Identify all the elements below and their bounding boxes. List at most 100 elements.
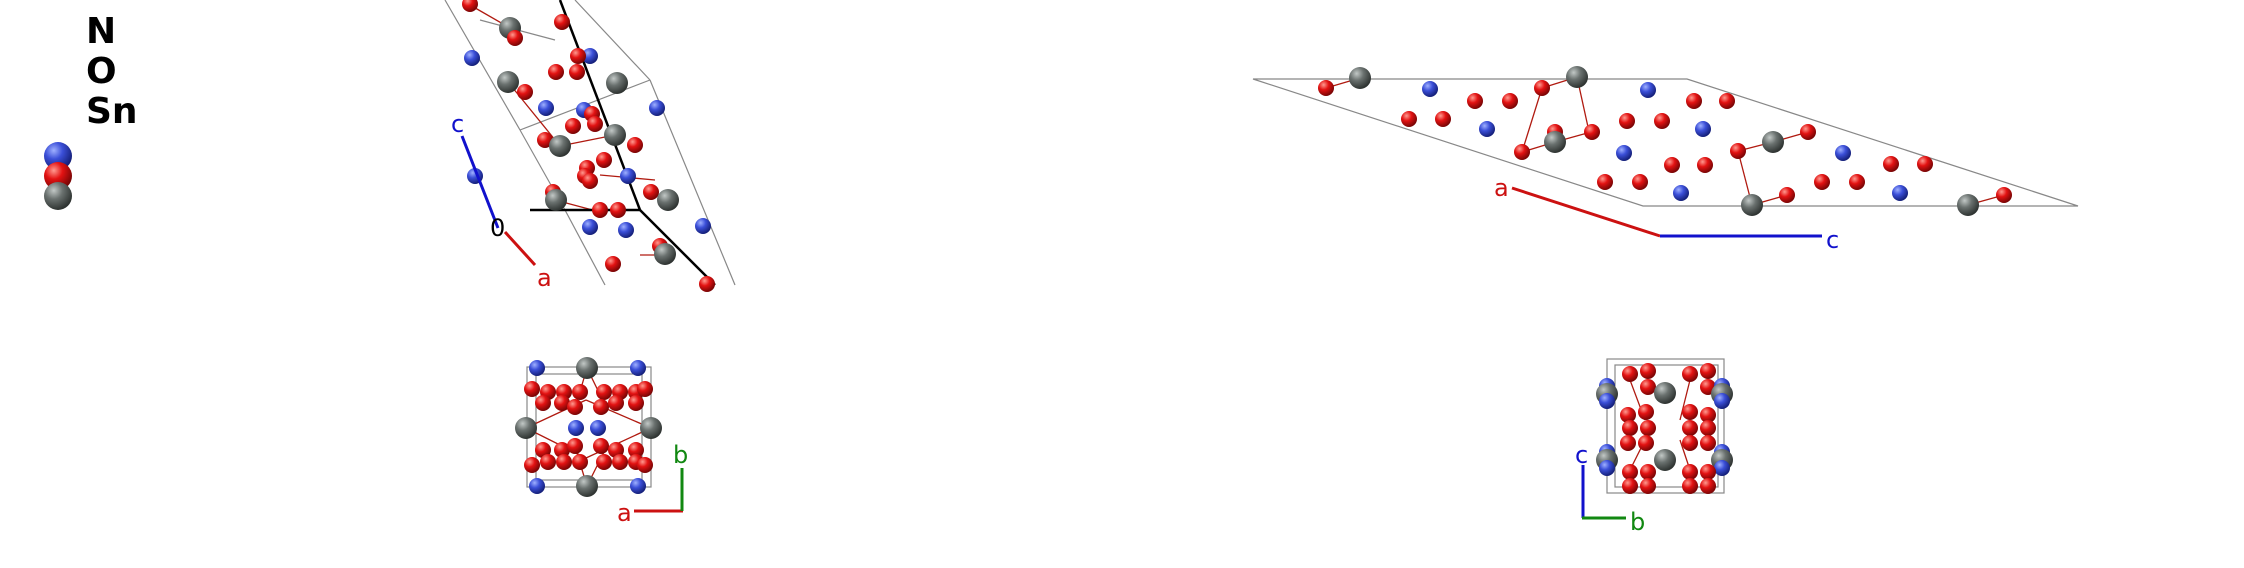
element-legend: N O Sn — [44, 11, 138, 210]
oxygen-atom — [1697, 157, 1713, 173]
tin-atom — [1762, 131, 1784, 153]
legend-label-sn: Sn — [86, 91, 138, 132]
view-perspective: c 0 a — [444, 0, 736, 292]
oxygen-atom — [1700, 435, 1716, 451]
oxygen-atom — [627, 137, 643, 153]
oxygen-atom — [570, 48, 586, 64]
oxygen-atom — [1849, 174, 1865, 190]
oxygen-atom — [1654, 113, 1670, 129]
oxygen-atom — [1514, 144, 1530, 160]
tin-atom — [549, 135, 571, 157]
legend-label-o: O — [86, 51, 117, 92]
oxygen-atom — [1682, 478, 1698, 494]
oxygen-atom — [1638, 404, 1654, 420]
oxygen-atom — [1622, 464, 1638, 480]
atoms — [1318, 66, 2012, 216]
oxygen-atom — [1700, 478, 1716, 494]
oxygen-atom — [524, 457, 540, 473]
axis-c-line — [460, 135, 500, 229]
nitrogen-atom — [582, 48, 598, 64]
oxygen-atom — [628, 442, 644, 458]
oxygen-atom — [1467, 93, 1483, 109]
oxygen-atom — [1682, 366, 1698, 382]
axis-b-label: b — [673, 441, 688, 469]
oxygen-atom — [462, 0, 478, 12]
oxygen-atom — [524, 381, 540, 397]
tin-atom — [1654, 382, 1676, 404]
oxygen-atom — [572, 454, 588, 470]
tin-atom — [654, 243, 676, 265]
oxygen-atom — [596, 152, 612, 168]
nitrogen-atom — [1714, 460, 1730, 476]
nitrogen-atom — [1673, 185, 1689, 201]
tin-atom — [576, 357, 598, 379]
axis-b-label: b — [1630, 508, 1645, 536]
oxygen-atom — [605, 256, 621, 272]
oxygen-atom — [608, 395, 624, 411]
tin-atom — [604, 124, 626, 146]
oxygen-atom — [1700, 464, 1716, 480]
nitrogen-atom — [620, 168, 636, 184]
oxygen-atom — [1686, 93, 1702, 109]
axis-triad: a b — [617, 441, 688, 527]
oxygen-atom — [1800, 124, 1816, 140]
oxygen-atom — [1620, 407, 1636, 423]
oxygen-atom — [643, 184, 659, 200]
legend-sphere-n — [44, 142, 72, 170]
legend-sphere-sn — [44, 182, 72, 210]
oxygen-atom — [1814, 174, 1830, 190]
tin-atom — [606, 72, 628, 94]
axis-a-line — [1511, 186, 1661, 238]
tin-atom — [657, 189, 679, 211]
oxygen-atom — [699, 276, 715, 292]
oxygen-atom — [1700, 363, 1716, 379]
oxygen-atom — [1719, 93, 1735, 109]
tin-atom — [1566, 66, 1588, 88]
oxygen-atom — [1638, 435, 1654, 451]
oxygen-atom — [517, 84, 533, 100]
oxygen-atom — [1620, 435, 1636, 451]
oxygen-atom — [610, 202, 626, 218]
nitrogen-atom — [1835, 145, 1851, 161]
nitrogen-atom — [1616, 145, 1632, 161]
unit-cell-outline-back — [1614, 364, 1719, 488]
nitrogen-atom — [590, 420, 606, 436]
atoms — [1596, 363, 1733, 494]
oxygen-atom — [637, 457, 653, 473]
oxygen-atom — [548, 64, 564, 80]
axis-a-label: a — [1494, 174, 1509, 202]
oxygen-atom — [1640, 478, 1656, 494]
oxygen-atom — [1996, 187, 2012, 203]
oxygen-atom — [567, 438, 583, 454]
tin-atom — [1544, 131, 1566, 153]
oxygen-atom — [556, 454, 572, 470]
oxygen-atom — [612, 454, 628, 470]
axis-triad: c 0 a — [451, 110, 552, 292]
nitrogen-atom — [464, 50, 480, 66]
oxygen-atom — [1640, 363, 1656, 379]
tin-atom — [1654, 449, 1676, 471]
nitrogen-atom — [630, 478, 646, 494]
nitrogen-atom — [568, 420, 584, 436]
oxygen-atom — [554, 395, 570, 411]
oxygen-atom — [535, 442, 551, 458]
oxygen-atom — [507, 30, 523, 46]
tin-atom — [545, 189, 567, 211]
oxygen-atom — [1584, 124, 1600, 140]
nitrogen-atom — [1599, 393, 1615, 409]
oxygen-atom — [1622, 478, 1638, 494]
oxygen-atom — [1597, 174, 1613, 190]
oxygen-atom — [1682, 435, 1698, 451]
oxygen-atom — [596, 384, 612, 400]
oxygen-atom — [1534, 80, 1550, 96]
axis-a-label: a — [537, 264, 552, 292]
axis-c-label: c — [1826, 226, 1839, 254]
tin-atom — [640, 417, 662, 439]
oxygen-atom — [554, 442, 570, 458]
oxygen-atom — [628, 395, 644, 411]
nitrogen-atom — [695, 218, 711, 234]
oxygen-atom — [1619, 113, 1635, 129]
axis-c-label: c — [1575, 441, 1588, 469]
oxygen-atom — [1640, 464, 1656, 480]
